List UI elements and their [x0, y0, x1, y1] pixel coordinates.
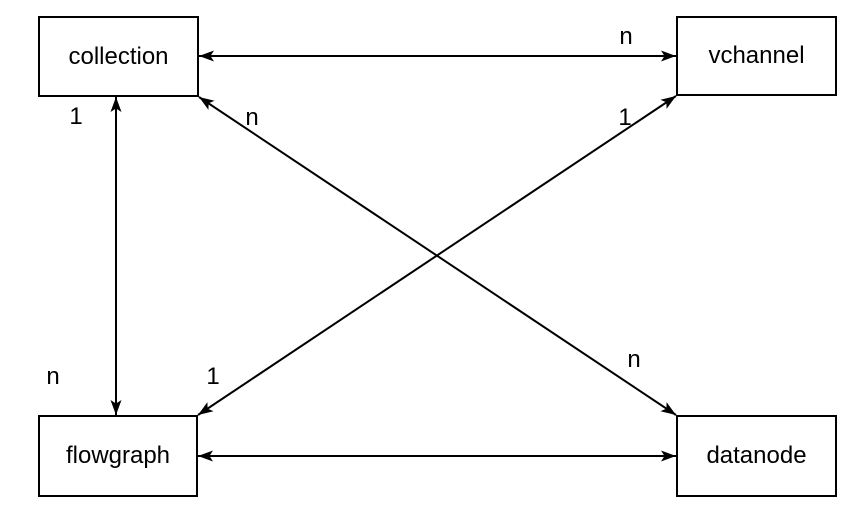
cardinality-collection-datanode-at-datanode: n	[627, 346, 641, 373]
node-vchannel-label: vchannel	[708, 42, 805, 69]
node-datanode-label: datanode	[706, 442, 807, 469]
node-flowgraph[interactable]: flowgraph	[38, 415, 198, 497]
cardinality-collection-flowgraph-at-flowgraph: n	[46, 363, 60, 390]
cardinality-collection-flowgraph-at-collection: 1	[69, 103, 83, 130]
cardinality-flowgraph-vchannel-at-vchannel: 1	[618, 104, 632, 131]
cardinality-collection-vchannel-at-vchannel: n	[619, 23, 633, 50]
node-vchannel[interactable]: vchannel	[676, 16, 837, 96]
cardinality-flowgraph-vchannel-at-flowgraph: 1	[206, 363, 220, 390]
node-collection-label: collection	[68, 42, 169, 70]
node-datanode[interactable]: datanode	[676, 415, 837, 497]
node-flowgraph-label: flowgraph	[65, 442, 171, 469]
node-collection[interactable]: collection	[38, 16, 199, 97]
cardinality-collection-datanode-at-collection: n	[245, 104, 259, 131]
edge-flowgraph-vchannel[interactable]	[197, 95, 677, 416]
